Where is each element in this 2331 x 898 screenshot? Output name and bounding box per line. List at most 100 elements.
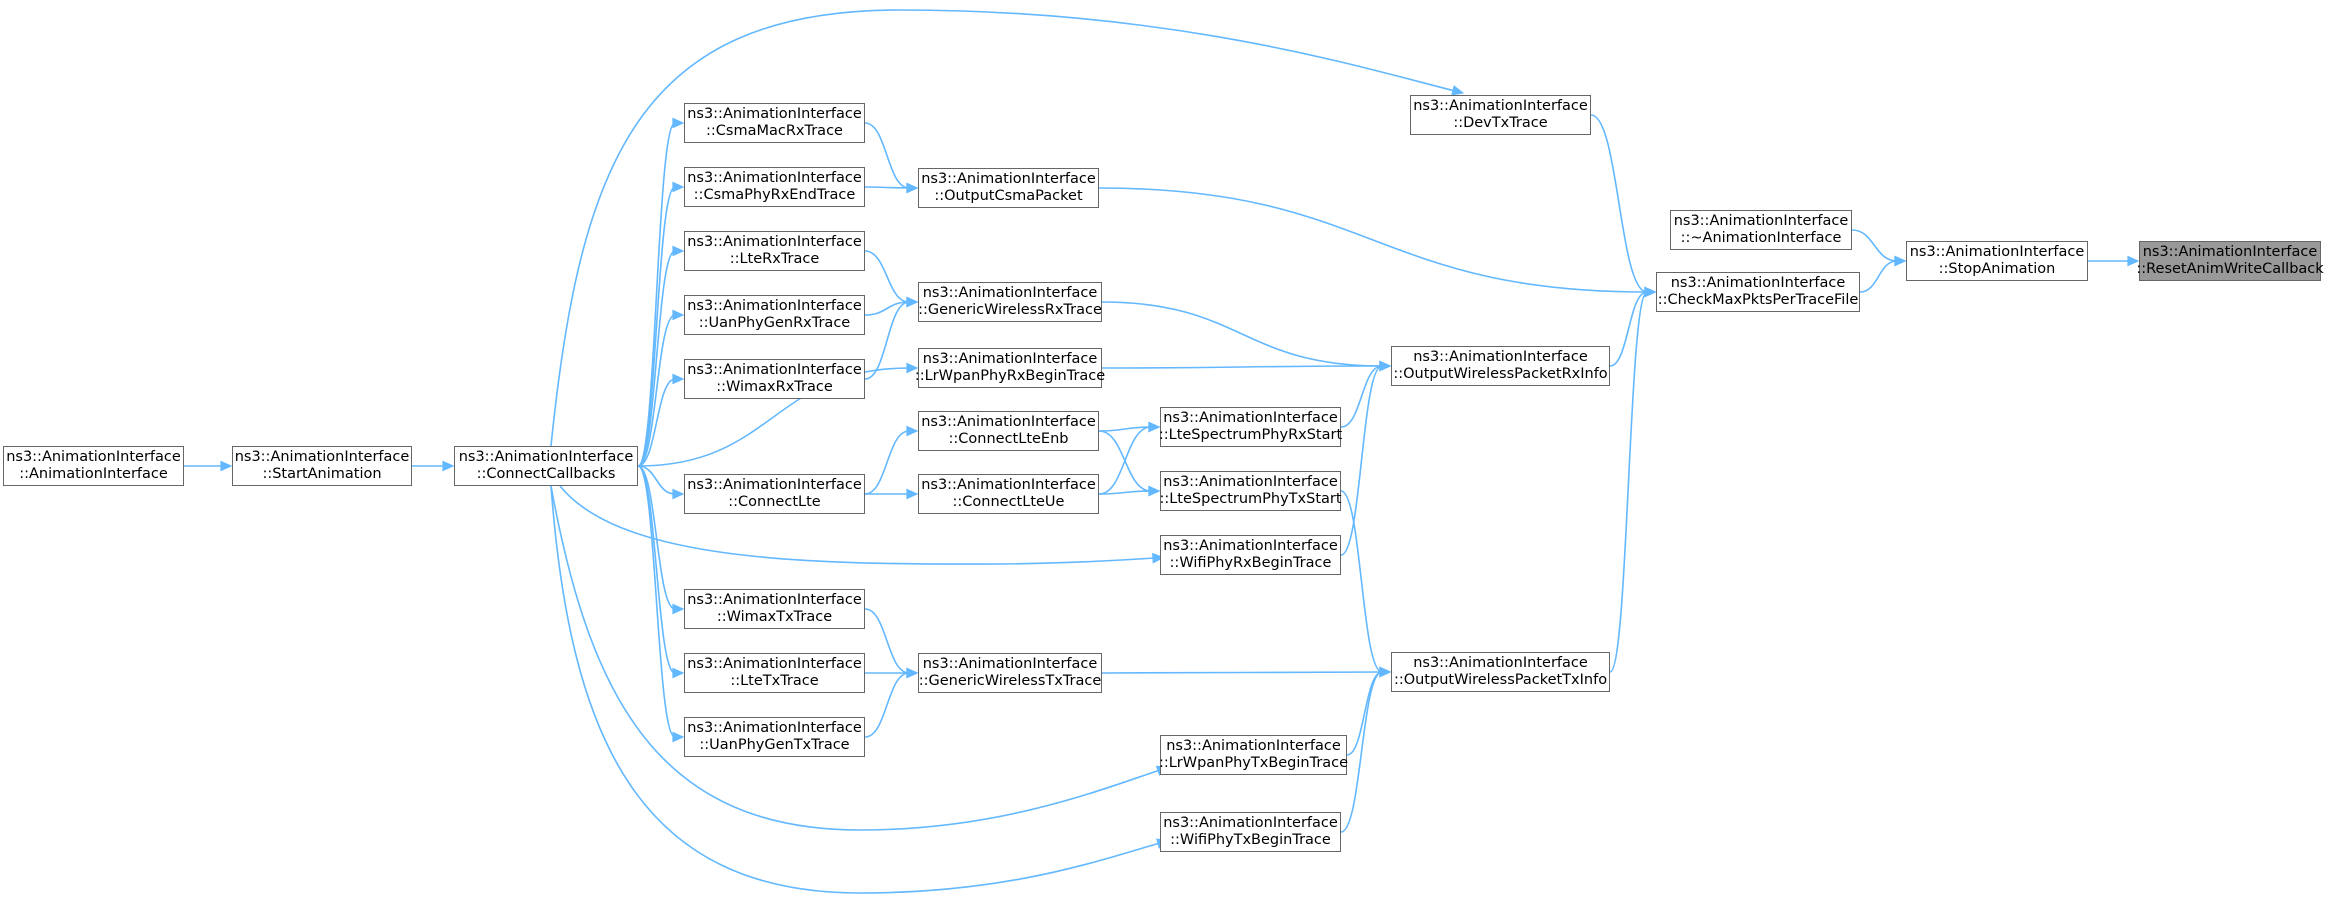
- edge-ConnectCallbacks-to-LteRxTrace: [637, 250, 676, 467]
- node-function-label: ::LteTxTrace: [730, 673, 819, 689]
- node-namespace-label: ns3::AnimationInterface: [1163, 474, 1338, 490]
- edge-ConnectCallbacks-to-DevTxTrace: [550, 9, 1456, 447]
- edge-arrowhead: [672, 488, 685, 500]
- node-output-wireless-packet-rx-info[interactable]: ns3::AnimationInterface::OutputWirelessP…: [1391, 346, 1610, 386]
- edge-LteRxTrace-to-GenericWirelessRxTrace: [864, 250, 910, 303]
- node-uan-phy-gen-rx-trace[interactable]: ns3::AnimationInterface::UanPhyGenRxTrac…: [684, 295, 865, 335]
- edge-arrowhead: [2127, 255, 2140, 267]
- node-function-label: ::DevTxTrace: [1453, 115, 1548, 131]
- node-wifi-phy-tx-begin-trace[interactable]: ns3::AnimationInterface::WifiPhyTxBeginT…: [1160, 812, 1341, 852]
- node-namespace-label: ns3::AnimationInterface: [687, 234, 862, 250]
- node-lte-rx-trace[interactable]: ns3::AnimationInterface::LteRxTrace: [684, 231, 865, 271]
- edge-LrWpanPhyRxBeginTrace-to-OutputWirelessPacketRxInfo: [1101, 365, 1383, 369]
- node-lr-wpan-phy-rx-begin-trace[interactable]: ns3::AnimationInterface::LrWpanPhyRxBegi…: [914, 348, 1106, 388]
- node-reset-anim-write-callback[interactable]: ns3::AnimationInterface::ResetAnimWriteC…: [2136, 241, 2324, 281]
- node-function-label: ::WimaxTxTrace: [716, 609, 833, 625]
- edge-LrWpanPhyTxBeginTrace-to-OutputWirelessPacketTxInfo: [1346, 671, 1383, 756]
- node-namespace-label: ns3::AnimationInterface: [234, 449, 410, 465]
- edge-arrowhead: [1379, 666, 1392, 678]
- node-generic-wireless-tx-trace[interactable]: ns3::AnimationInterface::GenericWireless…: [918, 653, 1102, 693]
- edge-ConnectCallbacks-to-UanPhyGenRxTrace: [637, 314, 676, 467]
- edge-ConnectCallbacks-to-CsmaPhyRxEndTrace: [637, 186, 676, 467]
- node-namespace-label: ns3::AnimationInterface: [687, 477, 862, 493]
- edge-WifiPhyRxBeginTrace-to-OutputWirelessPacketRxInfo: [1340, 365, 1383, 556]
- node-namespace-label: ns3::AnimationInterface: [687, 720, 862, 736]
- node-lte-spectrum-phy-rx-start[interactable]: ns3::AnimationInterface::LteSpectrumPhyR…: [1159, 407, 1342, 447]
- node-connect-lte[interactable]: ns3::AnimationInterface::ConnectLte: [684, 474, 865, 514]
- node-function-label: ::ConnectCallbacks: [476, 466, 616, 482]
- node-function-label: ::OutputWirelessPacketRxInfo: [1393, 366, 1608, 382]
- node-function-label: ::~AnimationInterface: [1680, 230, 1842, 246]
- node-namespace-label: ns3::AnimationInterface: [1673, 213, 1849, 229]
- edge-CheckMaxPktsPerTraceFile-to-StopAnimation: [1859, 260, 1898, 293]
- edge-WimaxRxTrace-to-GenericWirelessRxTrace: [864, 301, 910, 380]
- node-dev-tx-trace[interactable]: ns3::AnimationInterface::DevTxTrace: [1410, 95, 1591, 135]
- node-namespace-label: ns3::AnimationInterface: [922, 351, 1098, 367]
- node-function-label: ::StartAnimation: [262, 466, 382, 482]
- node-function-label: ::ResetAnimWriteCallback: [2136, 261, 2324, 277]
- node-function-label: ::LrWpanPhyRxBeginTrace: [914, 368, 1106, 384]
- node-namespace-label: ns3::AnimationInterface: [1166, 738, 1341, 754]
- node-function-label: ::OutputCsmaPacket: [934, 188, 1083, 204]
- edge-LteSpectrumPhyTxStart-to-OutputWirelessPacketTxInfo: [1340, 490, 1383, 673]
- node-function-label: ::OutputWirelessPacketTxInfo: [1393, 672, 1608, 688]
- node-function-label: ::WifiPhyTxBeginTrace: [1170, 832, 1331, 848]
- node-function-label: ::GenericWirelessTxTrace: [918, 673, 1102, 689]
- node-function-label: ::UanPhyGenTxTrace: [699, 737, 850, 753]
- node-connect-lte-enb[interactable]: ns3::AnimationInterface::ConnectLteEnb: [918, 411, 1099, 451]
- node-namespace-label: ns3::AnimationInterface: [1670, 275, 1846, 291]
- node-namespace-label: ns3::AnimationInterface: [1909, 244, 2085, 260]
- node-lr-wpan-phy-tx-begin-trace[interactable]: ns3::AnimationInterface::LrWpanPhyTxBegi…: [1159, 735, 1348, 775]
- edge-ConnectLteEnb-to-LteSpectrumPhyTxStart: [1098, 430, 1152, 492]
- edge-OutputWirelessPacketRxInfo-to-CheckMaxPktsPerTraceFile: [1609, 291, 1648, 367]
- node-function-label: ::WimaxRxTrace: [716, 379, 833, 395]
- edge-UanPhyGenRxTrace-to-GenericWirelessRxTrace: [864, 301, 910, 316]
- node-constructor[interactable]: ns3::AnimationInterface::AnimationInterf…: [3, 446, 184, 486]
- node-stop-animation[interactable]: ns3::AnimationInterface::StopAnimation: [1906, 241, 2088, 281]
- node-connect-lte-ue[interactable]: ns3::AnimationInterface::ConnectLteUe: [918, 474, 1099, 514]
- node-namespace-label: ns3::AnimationInterface: [1413, 655, 1588, 671]
- node-connect-callbacks[interactable]: ns3::AnimationInterface::ConnectCallback…: [454, 446, 638, 486]
- node-namespace-label: ns3::AnimationInterface: [1413, 349, 1588, 365]
- edge-GenericWirelessTxTrace-to-OutputWirelessPacketTxInfo: [1101, 671, 1383, 674]
- edge-ConnectCallbacks-to-WifiPhyTxBeginTrace: [550, 485, 1161, 894]
- edge-arrowhead: [906, 425, 919, 437]
- node-generic-wireless-rx-trace[interactable]: ns3::AnimationInterface::GenericWireless…: [918, 282, 1102, 322]
- edge-arrowhead: [1894, 255, 1907, 267]
- edge-WimaxTxTrace-to-GenericWirelessTxTrace: [864, 608, 910, 674]
- node-wimax-tx-trace[interactable]: ns3::AnimationInterface::WimaxTxTrace: [684, 589, 865, 629]
- node-csma-phy-rx-end-trace[interactable]: ns3::AnimationInterface::CsmaPhyRxEndTra…: [684, 167, 865, 207]
- node-lte-spectrum-phy-tx-start[interactable]: ns3::AnimationInterface::LteSpectrumPhyT…: [1159, 471, 1342, 511]
- node-output-csma-packet[interactable]: ns3::AnimationInterface::OutputCsmaPacke…: [918, 168, 1099, 208]
- node-check-max-pkts-per-trace-file[interactable]: ns3::AnimationInterface::CheckMaxPktsPer…: [1656, 272, 1860, 312]
- edge-UanPhyGenTxTrace-to-GenericWirelessTxTrace: [864, 672, 910, 738]
- node-lte-tx-trace[interactable]: ns3::AnimationInterface::LteTxTrace: [684, 653, 865, 693]
- node-namespace-label: ns3::AnimationInterface: [687, 656, 862, 672]
- node-wimax-rx-trace[interactable]: ns3::AnimationInterface::WimaxRxTrace: [684, 359, 865, 399]
- node-namespace-label: ns3::AnimationInterface: [687, 106, 862, 122]
- edge-ConnectCallbacks-to-WifiPhyRxBeginTrace: [559, 485, 1156, 565]
- node-csma-mac-rx-trace[interactable]: ns3::AnimationInterface::CsmaMacRxTrace: [684, 103, 865, 143]
- node-start-animation[interactable]: ns3::AnimationInterface::StartAnimation: [232, 446, 412, 486]
- edge-ConnectCallbacks-to-ConnectLte: [637, 465, 676, 495]
- node-wifi-phy-rx-begin-trace[interactable]: ns3::AnimationInterface::WifiPhyRxBeginT…: [1160, 535, 1341, 575]
- node-uan-phy-gen-tx-trace[interactable]: ns3::AnimationInterface::UanPhyGenTxTrac…: [684, 717, 865, 757]
- edge-arrowhead: [1644, 286, 1657, 298]
- edge-arrowhead: [672, 731, 685, 743]
- node-namespace-label: ns3::AnimationInterface: [1163, 815, 1338, 831]
- node-namespace-label: ns3::AnimationInterface: [2142, 244, 2318, 260]
- node-output-wireless-packet-tx-info[interactable]: ns3::AnimationInterface::OutputWirelessP…: [1391, 652, 1610, 692]
- edge-arrowhead: [442, 460, 455, 472]
- node-destructor[interactable]: ns3::AnimationInterface::~AnimationInter…: [1670, 210, 1852, 250]
- edge-Destructor-to-StopAnimation: [1851, 229, 1898, 262]
- node-function-label: ::StopAnimation: [1938, 261, 2056, 277]
- node-function-label: ::GenericWirelessRxTrace: [918, 302, 1102, 318]
- node-namespace-label: ns3::AnimationInterface: [687, 298, 862, 314]
- edge-arrowhead: [220, 460, 233, 472]
- node-namespace-label: ns3::AnimationInterface: [921, 171, 1096, 187]
- edge-arrowhead: [1152, 552, 1165, 564]
- node-function-label: ::LteSpectrumPhyTxStart: [1159, 491, 1342, 507]
- edge-WifiPhyTxBeginTrace-to-OutputWirelessPacketTxInfo: [1340, 671, 1383, 833]
- edge-GenericWirelessRxTrace-to-OutputWirelessPacketRxInfo: [1101, 301, 1383, 367]
